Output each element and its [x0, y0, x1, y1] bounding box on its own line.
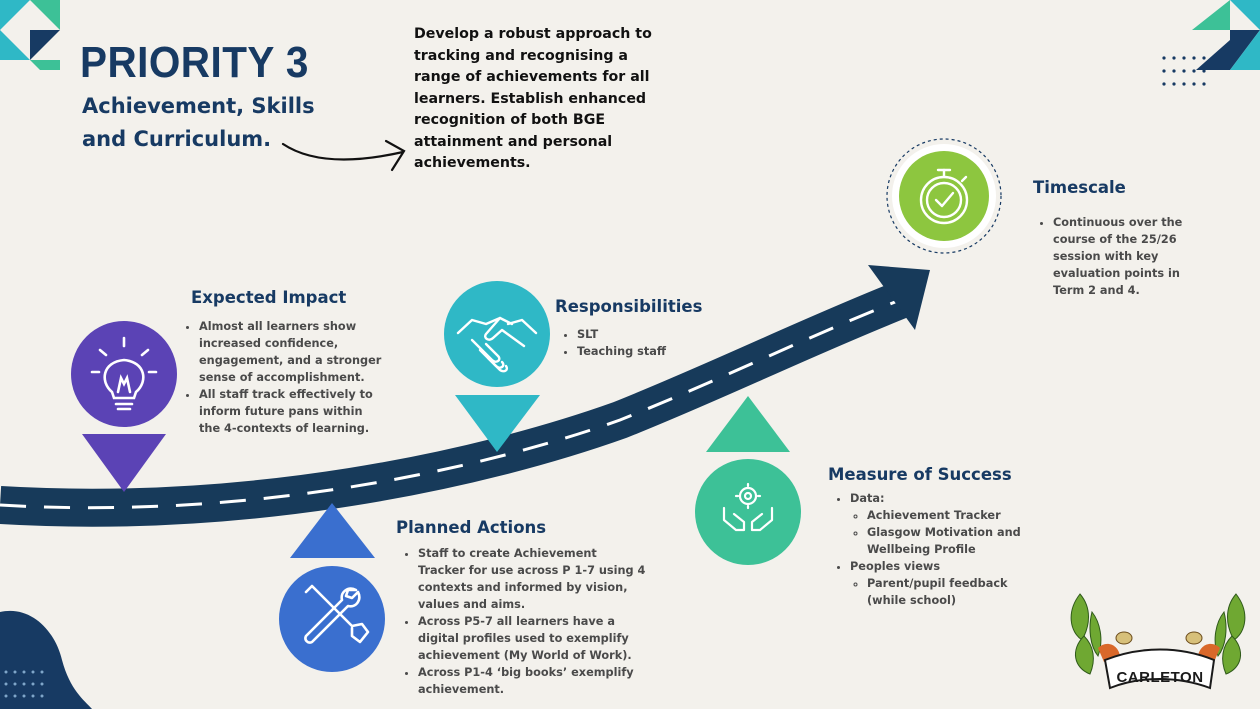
timescale-heading: Timescale — [1033, 178, 1126, 197]
top-right-triangles-decoration — [1192, 0, 1260, 70]
list-item: Staff to create Achievement Tracker for … — [418, 545, 646, 613]
planned-actions-heading: Planned Actions — [396, 518, 547, 537]
list-item: Achievement Tracker — [867, 507, 1043, 524]
list-item: Data: Achievement Tracker Glasgow Motiva… — [850, 490, 1043, 558]
logo-text: CARLETON — [1116, 669, 1203, 686]
expected-impact-section: Expected Impact Almost all learners show… — [191, 288, 386, 437]
list-item: Continuous over the course of the 25/26 … — [1053, 214, 1183, 299]
list-item: SLT — [577, 326, 735, 343]
lightbulb-icon — [90, 336, 158, 411]
measure-of-success-section: Measure of Success Data: Achievement Tra… — [828, 465, 1043, 609]
measure-of-success-heading: Measure of Success — [828, 465, 1012, 484]
list-item: Across P5-7 all learners have a digital … — [418, 613, 646, 664]
carleton-logo: CARLETON — [1070, 593, 1246, 690]
measure-of-success-list: Data: Achievement Tracker Glasgow Motiva… — [828, 490, 1043, 609]
road-arrowhead — [868, 265, 930, 330]
timescale-badge — [886, 138, 1002, 254]
measure-of-success-pin — [695, 396, 801, 565]
list-item: All staff track effectively to inform fu… — [199, 386, 386, 437]
intro-paragraph: Develop a robust approach to tracking an… — [414, 26, 652, 171]
expected-impact-list: Almost all learners show increased confi… — [180, 318, 386, 437]
responsibilities-section: Responsibilities SLT Teaching staff — [555, 297, 735, 360]
curved-arrow-connector — [281, 139, 406, 172]
views-sublist: Parent/pupil feedback (while school) — [850, 575, 1043, 609]
responsibilities-heading: Responsibilities — [555, 297, 703, 316]
bottom-left-blob-decoration — [0, 610, 92, 709]
page-title: PRIORITY 3 — [80, 38, 309, 87]
expected-impact-pin — [71, 321, 177, 492]
page-subtitle: Achievement, Skills and Curriculum. — [82, 94, 315, 151]
expected-impact-heading: Expected Impact — [191, 288, 347, 307]
hands-gear-icon — [722, 482, 774, 532]
tools-icon — [304, 584, 370, 644]
list-item: Glasgow Motivation and Wellbeing Profile — [867, 524, 1043, 558]
views-label: Peoples views — [850, 560, 941, 573]
stopwatch-icon — [919, 168, 969, 225]
list-item: Parent/pupil feedback (while school) — [867, 575, 1043, 609]
data-sublist: Achievement Tracker Glasgow Motivation a… — [850, 507, 1043, 558]
list-item: Across P1-4 ‘big books’ exemplify achiev… — [418, 664, 646, 698]
responsibilities-list: SLT Teaching staff — [555, 326, 735, 360]
top-left-triangles-decoration — [0, 0, 60, 70]
planned-actions-section: Planned Actions Staff to create Achievem… — [396, 518, 646, 698]
dot-grid-decoration — [1162, 56, 1206, 86]
timescale-section: Timescale Continuous over the course of … — [1033, 178, 1183, 299]
timescale-list: Continuous over the course of the 25/26 … — [1033, 214, 1183, 299]
planned-actions-pin — [279, 503, 385, 672]
road-arrow — [0, 265, 930, 527]
handshake-icon — [456, 316, 538, 373]
data-label: Data: — [850, 492, 885, 505]
list-item: Almost all learners show increased confi… — [199, 318, 386, 386]
list-item: Peoples views Parent/pupil feedback (whi… — [850, 558, 1043, 609]
list-item: Teaching staff — [577, 343, 735, 360]
planned-actions-list: Staff to create Achievement Tracker for … — [396, 545, 646, 698]
